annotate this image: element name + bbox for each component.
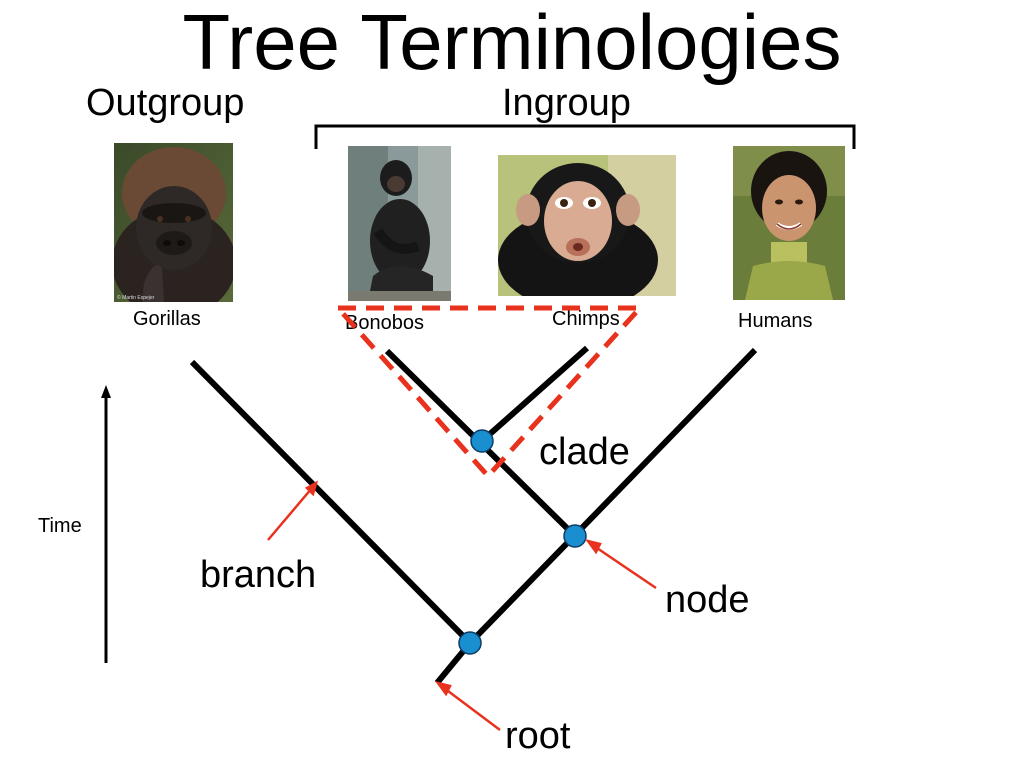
- branch-chimps: [480, 345, 589, 444]
- species-label-chimps: Chimps: [552, 308, 620, 330]
- human-photo: [733, 146, 845, 300]
- chimp-photo: [498, 155, 676, 296]
- outgroup-label: Outgroup: [86, 82, 245, 124]
- ingroup-bracket: [314, 124, 856, 149]
- species-label-gorillas: Gorillas: [133, 308, 201, 330]
- pointer-node: [584, 538, 657, 590]
- node-bonobo-chimp: [470, 429, 494, 453]
- branch-gorillas: [189, 359, 473, 646]
- clade-outline: [332, 305, 646, 480]
- branch-humans: [467, 347, 758, 646]
- time-axis-arrow: [101, 385, 111, 663]
- species-label-humans: Humans: [738, 310, 813, 332]
- gorilla-photo: © Martin Espejer: [114, 143, 233, 302]
- pointer-branch: [267, 480, 318, 541]
- species-label-bonobos: Bonobos: [345, 312, 424, 334]
- term-root: root: [505, 715, 571, 757]
- photo-credit: © Martin Espejer: [117, 294, 155, 301]
- bonobo-photo: [348, 146, 451, 301]
- node-ingroup: [563, 524, 587, 548]
- time-axis-label: Time: [38, 515, 82, 537]
- pointer-root: [434, 680, 501, 731]
- term-node: node: [665, 579, 750, 621]
- ingroup-label: Ingroup: [502, 82, 631, 124]
- term-clade: clade: [539, 431, 630, 473]
- slide-title: Tree Terminologies: [182, 0, 842, 86]
- term-branch: branch: [200, 554, 317, 596]
- node-root: [458, 631, 482, 655]
